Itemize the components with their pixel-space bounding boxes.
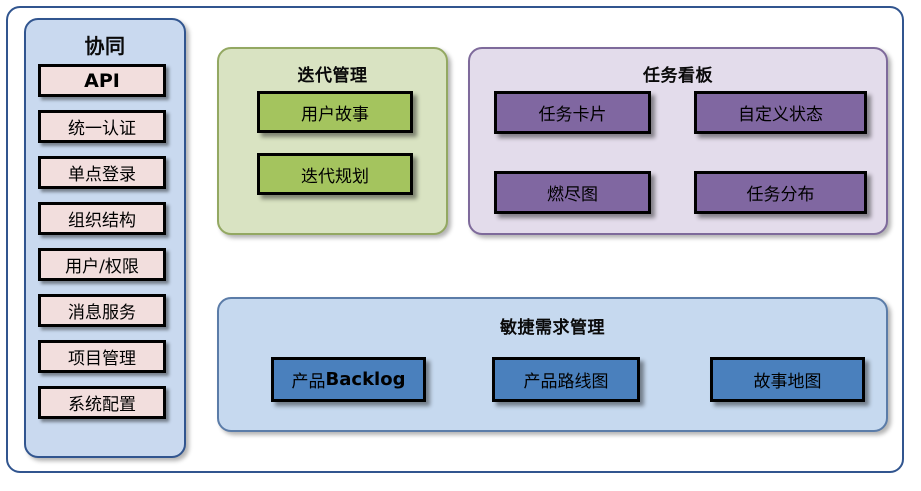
box-burndown-chart[interactable]: 燃尽图 [494,171,651,214]
agile-panel-title: 敏捷需求管理 [500,318,605,338]
box-task-card[interactable]: 任务卡片 [494,91,651,134]
sidebar-item-unified-auth[interactable]: 统一认证 [38,110,166,143]
box-product-roadmap[interactable]: 产品路线图 [492,357,640,402]
box-user-story[interactable]: 用户故事 [257,91,413,133]
sidebar-item-org-structure[interactable]: 组织结构 [38,202,166,235]
sidebar-item-project-management[interactable]: 项目管理 [38,340,166,373]
box-custom-status[interactable]: 自定义状态 [694,91,867,134]
sidebar-item-system-config[interactable]: 系统配置 [38,386,166,419]
sidebar-title: 协同 [84,34,126,58]
panel-task-board: 任务看板 任务卡片 自定义状态 燃尽图 任务分布 [468,47,888,235]
box-product-backlog-bold: Backlog [325,369,406,390]
taskboard-panel-title: 任务看板 [643,66,713,86]
box-iteration-planning[interactable]: 迭代规划 [257,153,413,195]
sidebar-item-list: API 统一认证 单点登录 组织结构 用户/权限 消息服务 项目管理 系统配置 [38,64,176,432]
sidebar-item-single-sign-on[interactable]: 单点登录 [38,156,166,189]
sidebar-item-message-service[interactable]: 消息服务 [38,294,166,327]
iteration-panel-title: 迭代管理 [297,66,368,86]
sidebar-item-api[interactable]: API [38,64,166,97]
box-task-distribution[interactable]: 任务分布 [694,171,867,214]
sidebar-panel-collaboration: 协同 API 统一认证 单点登录 组织结构 用户/权限 消息服务 项目管理 系统… [24,18,186,458]
panel-iteration-management: 迭代管理 用户故事 迭代规划 [217,47,448,235]
box-story-map[interactable]: 故事地图 [710,357,865,402]
box-product-backlog-prefix: 产品 [291,372,326,392]
sidebar-item-user-permission[interactable]: 用户/权限 [38,248,166,281]
